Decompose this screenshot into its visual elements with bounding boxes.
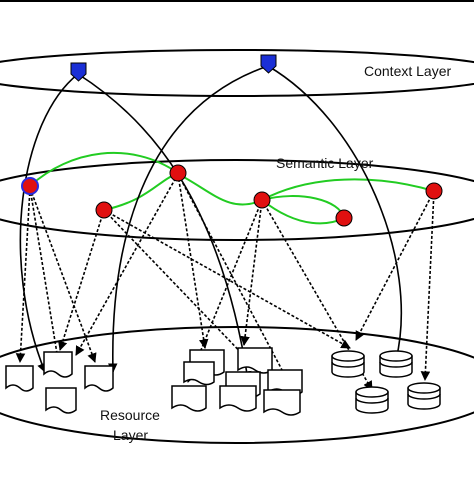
context-edge [107,65,269,373]
resource-databases [331,350,441,414]
semantic-edge [177,173,209,349]
document-icon [5,365,34,392]
red-circle-icon [169,164,187,182]
resource-documents [5,347,303,416]
semantic-edge [15,187,31,363]
resource-layer-label-line2: Layer [113,427,148,443]
database-cylinder-icon [355,386,389,414]
database-cylinder-icon [331,350,365,378]
pentagon-marker-icon [70,62,87,82]
document-icon [219,385,257,412]
semantic-edge [29,187,64,373]
context-edge [267,65,403,361]
context-layer-ellipse [0,49,474,97]
document-icon [43,351,73,378]
context-nodes [70,54,277,82]
semantic-link [261,178,435,201]
semantic-edge [420,190,435,381]
semantic-edge [103,209,251,363]
semantic-link [261,195,345,219]
semantic-edges [15,173,435,391]
context-edge [19,73,79,373]
context-layer: Context Layer [0,49,474,97]
semantic-edge [355,190,435,341]
semantic-links [29,151,435,225]
document-icon [183,361,215,386]
document-icon [84,365,114,392]
semantic-edge [29,187,97,363]
resource-layer-ellipse [0,326,474,444]
red-circle-icon [425,182,443,200]
semantic-layer-ellipse [0,159,474,241]
semantic-edge [186,199,263,383]
document-icon [45,387,77,414]
semantic-link [29,151,179,187]
resource-layer: Resource Layer [0,326,474,444]
semantic-edge [58,209,105,351]
context-layer-label: Context Layer [364,63,451,79]
database-cylinder-icon [407,382,441,410]
semantic-layer-label: Semantic Layer [276,155,374,171]
red-circle-icon [253,191,271,209]
semantic-link [177,173,263,206]
semantic-layer: Semantic Layer [0,155,474,241]
document-icon [171,385,207,412]
semantic-nodes [21,164,443,227]
red-circle-icon [95,201,113,219]
document-icon [263,389,301,416]
red-circle-icon [335,209,353,227]
resource-layer-label-line1: Resource [100,407,160,423]
semantic-edge [75,173,179,356]
pentagon-marker-icon [260,54,277,74]
red-circle-icon [21,177,39,195]
semantic-edge [240,199,263,346]
document-icon [237,347,273,374]
database-cylinder-icon [379,350,413,378]
